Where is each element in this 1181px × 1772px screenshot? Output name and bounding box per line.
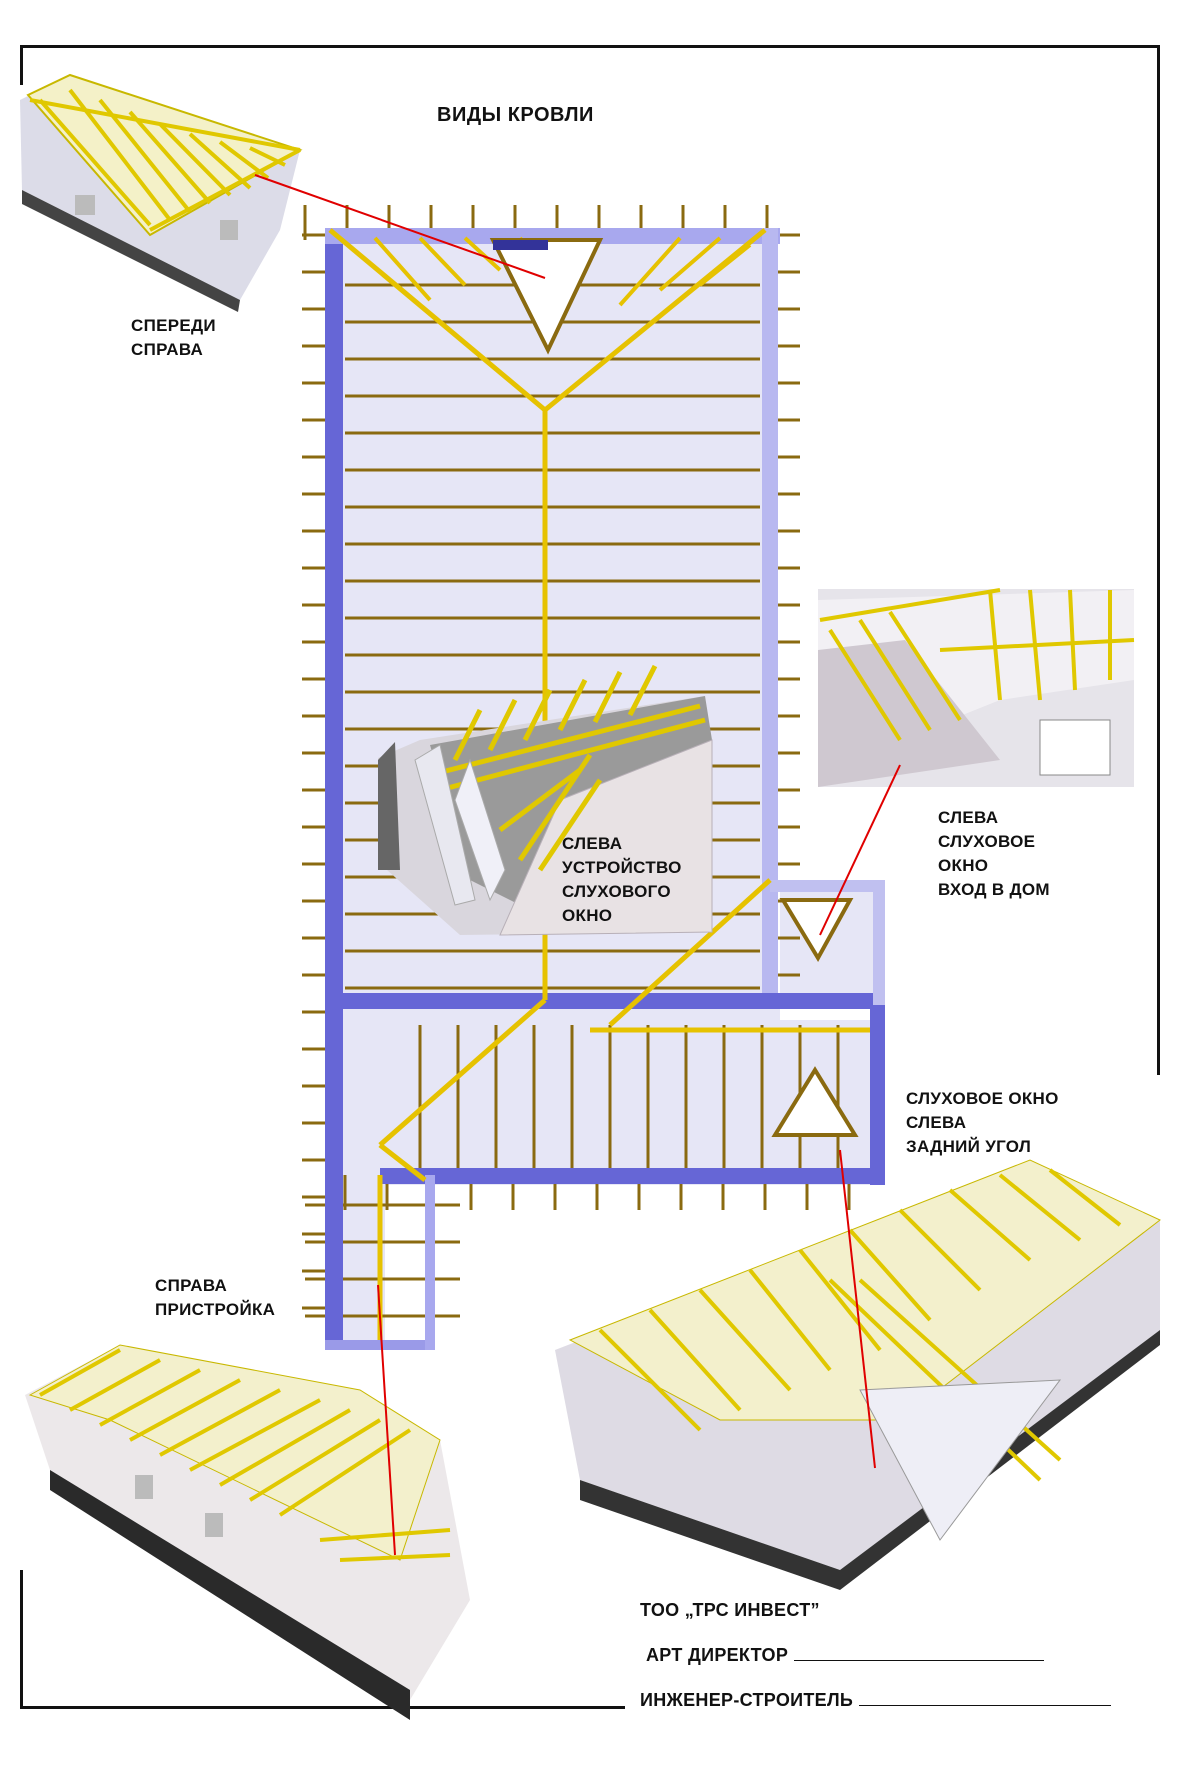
frame-left-lower xyxy=(20,1570,23,1709)
hip-extension xyxy=(378,1143,427,1182)
pointer-dormer-entrance xyxy=(819,764,901,936)
footer-art-director-label: АРТ ДИРЕКТОР xyxy=(646,1645,789,1665)
plan-border-middle xyxy=(325,993,885,1009)
label-left-dormer-entrance: СЛЕВА СЛУХОВОЕ ОКНО ВХОД В ДОМ xyxy=(938,808,1050,899)
footer-engineer-label: ИНЖЕНЕР-СТРОИТЕЛЬ xyxy=(640,1690,854,1710)
jack-rafter xyxy=(418,236,467,287)
dormer-front-band xyxy=(493,240,548,250)
hip-lower-left xyxy=(378,998,547,1147)
plan-border-lower-right xyxy=(870,1000,885,1185)
frame-right xyxy=(1157,45,1160,1075)
label-front-right: СПЕРЕДИ СПРАВА xyxy=(131,316,216,359)
frame-left xyxy=(20,45,23,85)
jack-rafter xyxy=(373,236,432,302)
jack-rafter xyxy=(463,236,502,272)
jack-rafter xyxy=(658,236,722,292)
signature-line-engineer xyxy=(859,1691,1112,1706)
plan-border-extension-right xyxy=(425,1175,435,1350)
valley-dormer xyxy=(608,878,772,1027)
footer-art-director: АРТ ДИРЕКТОР xyxy=(646,1643,1045,1667)
page-title: ВИДЫ КРОВЛИ xyxy=(437,104,594,126)
frame-top xyxy=(20,45,1160,48)
hip-left xyxy=(328,228,547,412)
footer-engineer: ИНЖЕНЕР-СТРОИТЕЛЬ xyxy=(640,1688,1112,1712)
dormer-entrance xyxy=(779,898,854,962)
footer-company: ТОО „ТРС ИНВЕСТ” xyxy=(640,1600,820,1620)
signature-line-art-director xyxy=(794,1646,1045,1661)
plan-border-right xyxy=(762,228,778,1008)
label-left-dormer-construction: СЛЕВА УСТРОЙСТВО СЛУХОВОГО ОКНО xyxy=(562,834,682,925)
pointer-front-right xyxy=(254,174,546,279)
plan-border-left xyxy=(325,228,343,1348)
frame-bottom xyxy=(20,1706,625,1709)
jack-rafter xyxy=(618,236,682,307)
label-dormer-left-back-corner: СЛУХОВОЕ ОКНО СЛЕВА ЗАДНИЙ УГОЛ xyxy=(906,1089,1059,1156)
pointer-extension xyxy=(377,1284,396,1556)
pointer-dormer-back xyxy=(839,1149,876,1469)
plan-border-bottom xyxy=(380,1168,885,1184)
label-right-extension: СПРАВА ПРИСТРОЙКА xyxy=(155,1276,276,1319)
jack-rafter xyxy=(698,243,752,287)
plan-border-extension-bottom xyxy=(325,1340,435,1350)
plan-border-dormer-top xyxy=(770,880,885,892)
plan-border-dormer-right xyxy=(873,880,885,1005)
dormer-back-corner xyxy=(771,1066,859,1137)
